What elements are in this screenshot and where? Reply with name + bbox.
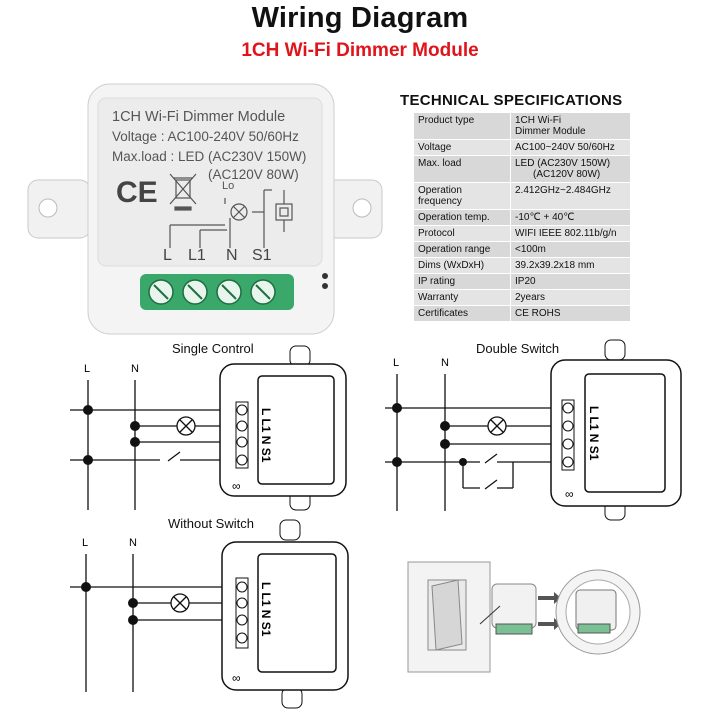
mounting-ear-left	[27, 179, 91, 239]
caption-without-switch: Without Switch	[168, 516, 254, 531]
spec-value: 2years	[510, 289, 630, 306]
spec-value: LED (AC230V 150W)(AC120V 80W)	[510, 155, 630, 183]
spec-row: Operation temp.-10℃ + 40℃	[414, 209, 630, 226]
device-name-label: 1CH Wi-Fi Dimmer Module	[112, 109, 285, 125]
double-switch-diagram: L N L L1 N S1 ∞	[385, 339, 682, 521]
terminal-label-s1: S1	[252, 247, 272, 264]
device-illustration: 1CH Wi-Fi Dimmer Module Voltage : AC100-…	[27, 83, 383, 335]
without-switch-diagram: L N L L1 N S1 ∞	[70, 519, 349, 709]
spec-key: Max. load	[414, 155, 511, 183]
device-maxload-label-2: (AC120V 80W)	[208, 167, 299, 182]
spec-value: 2.412GHz~2.484GHz	[510, 182, 630, 210]
ce-mark-icon: CE	[116, 176, 158, 209]
line-label-n: N	[441, 357, 449, 369]
terminal-block	[140, 274, 294, 310]
mounting-ear-right	[319, 179, 383, 239]
weee-bin-icon	[169, 173, 197, 211]
line-label-l: L	[84, 363, 90, 375]
spec-key: Dims (WxDxH)	[414, 257, 511, 274]
infinity-icon: ∞	[565, 487, 574, 501]
spec-key: Operation frequency	[414, 182, 511, 210]
infinity-icon: ∞	[232, 479, 241, 493]
page-subtitle: 1CH Wi-Fi Dimmer Module	[241, 40, 479, 61]
spec-value: <100m	[510, 241, 630, 258]
terminal-label-n: N	[226, 247, 238, 264]
lo-label: Lo	[222, 180, 234, 192]
spec-key: Protocol	[414, 225, 511, 242]
spec-key: Product type	[414, 113, 511, 140]
module-terminal-label: L L1 N S1	[259, 582, 273, 637]
page-title: Wiring Diagram	[251, 2, 469, 34]
single-control-diagram: L N L L1 N S1 ∞	[70, 345, 347, 511]
spec-value: -10℃ + 40℃	[510, 209, 630, 226]
spec-value: AC100~240V 50/60Hz	[510, 139, 630, 156]
spec-value: WIFI IEEE 802.11b/g/n	[510, 225, 630, 242]
module-terminal-label: L L1 N S1	[259, 408, 273, 463]
caption-single-control: Single Control	[172, 341, 254, 356]
spec-key: IP rating	[414, 273, 511, 290]
line-label-n: N	[131, 363, 139, 375]
specs-title: TECHNICAL SPECIFICATIONS	[400, 92, 623, 109]
terminal-label-l1: L1	[188, 247, 206, 264]
spec-value: IP20	[510, 273, 630, 290]
spec-row: Operation range<100m	[414, 241, 630, 258]
spec-key: Warranty	[414, 289, 511, 306]
installation-illustration	[407, 561, 641, 673]
spec-key: Certificates	[414, 305, 511, 322]
spec-key: Voltage	[414, 139, 511, 156]
caption-double-switch: Double Switch	[476, 341, 560, 356]
spec-row: Dims (WxDxH)39.2x39.2x18 mm	[414, 257, 630, 274]
terminal-label-l: L	[163, 247, 172, 264]
mini-module-icon	[479, 583, 537, 635]
device-schematic	[169, 189, 293, 248]
spec-value: 39.2x39.2x18 mm	[510, 257, 630, 274]
line-label-l: L	[393, 357, 399, 369]
infinity-icon: ∞	[232, 671, 241, 685]
module-terminal-label: L L1 N S1	[587, 406, 601, 461]
spec-key: Operation temp.	[414, 209, 511, 226]
line-label-l: L	[82, 537, 88, 549]
device-maxload-label: Max.load : LED (AC230V 150W)	[112, 149, 306, 164]
wall-box-icon	[555, 569, 641, 655]
spec-key: Operation range	[414, 241, 511, 258]
wall-switch-icon	[407, 561, 491, 673]
line-label-n: N	[129, 537, 137, 549]
device-voltage-label: Voltage : AC100-240V 50/60Hz	[112, 129, 299, 144]
spec-value: CE ROHS	[510, 305, 630, 322]
